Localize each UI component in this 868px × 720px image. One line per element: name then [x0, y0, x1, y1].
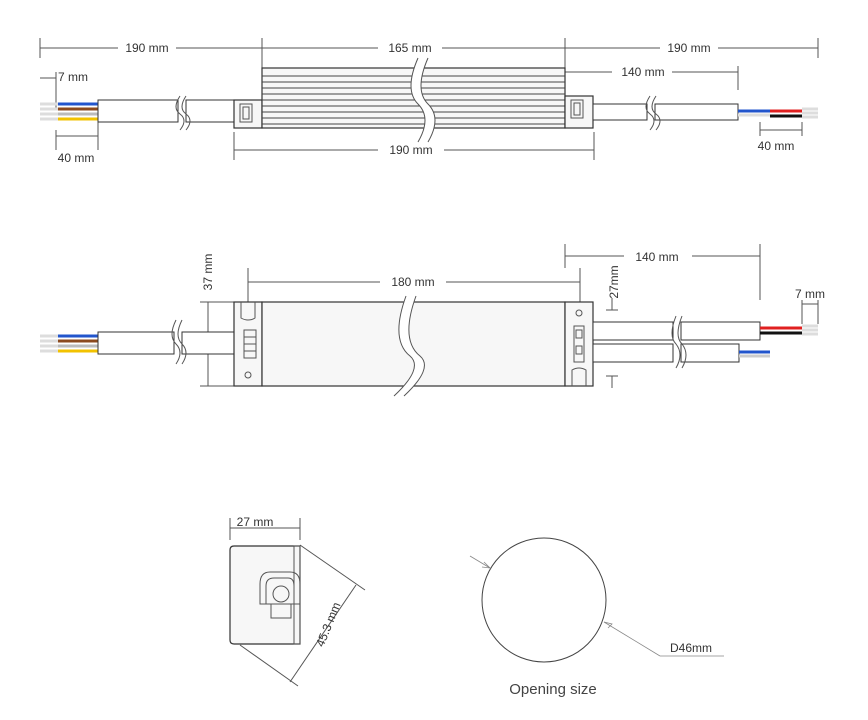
side-left-bracket	[233, 301, 263, 387]
dim-top-overall-body: 190 mm	[389, 143, 432, 157]
side-dim-lines: 37 mm 180 mm 140 mm 27mm 7 mm	[200, 244, 825, 388]
dim-side-spacing: 27mm	[607, 265, 621, 298]
opening-diameter: D46mm	[670, 641, 712, 655]
top-right-gland	[564, 95, 594, 129]
top-left-wires	[40, 102, 98, 121]
top-dim-lines: 190 mm 165 mm 190 mm 7 mm 140 mm 40 mm 1…	[39, 38, 819, 165]
dim-top-right-jacket: 140 mm	[621, 65, 664, 79]
dim-side-right-jacket: 140 mm	[635, 250, 678, 264]
dim-top-wires-right: 40 mm	[758, 139, 795, 153]
dim-top-body-length: 165 mm	[388, 41, 431, 55]
dim-side-body-length: 180 mm	[391, 275, 434, 289]
dim-top-wires-left: 40 mm	[58, 151, 95, 165]
side-view: 37 mm 180 mm 140 mm 27mm 7 mm	[40, 244, 825, 397]
top-finned-body	[261, 57, 566, 143]
dim-top-right-cable: 190 mm	[667, 41, 710, 55]
dim-top-left-cable: 190 mm	[125, 41, 168, 55]
dim-side-strip-right: 7 mm	[795, 287, 825, 301]
top-view: 190 mm 165 mm 190 mm 7 mm 140 mm 40 mm 1…	[39, 38, 819, 165]
side-body	[261, 295, 566, 397]
end-gland-circle	[272, 585, 290, 603]
end-body	[229, 545, 301, 645]
opening-circle	[481, 537, 607, 663]
top-left-gland	[233, 99, 263, 129]
end-view: 27 mm 45.3 mm	[229, 515, 366, 687]
side-left-cable	[97, 319, 235, 365]
dim-end-width: 27 mm	[237, 515, 274, 529]
side-right-bracket	[564, 301, 594, 387]
top-right-wires	[738, 107, 818, 119]
opening-caption: Opening size	[509, 681, 597, 698]
side-left-wires	[40, 334, 98, 353]
dim-end-diagonal: 45.3 mm	[313, 600, 343, 649]
dim-top-strip-left: 7 mm	[58, 70, 88, 84]
dim-side-height: 37 mm	[201, 254, 215, 291]
side-right-cables	[592, 315, 761, 369]
top-left-cable	[97, 95, 235, 131]
opening-view: D46mm Opening size	[469, 537, 724, 698]
top-right-cable	[592, 95, 739, 131]
side-right-wires	[739, 324, 818, 358]
